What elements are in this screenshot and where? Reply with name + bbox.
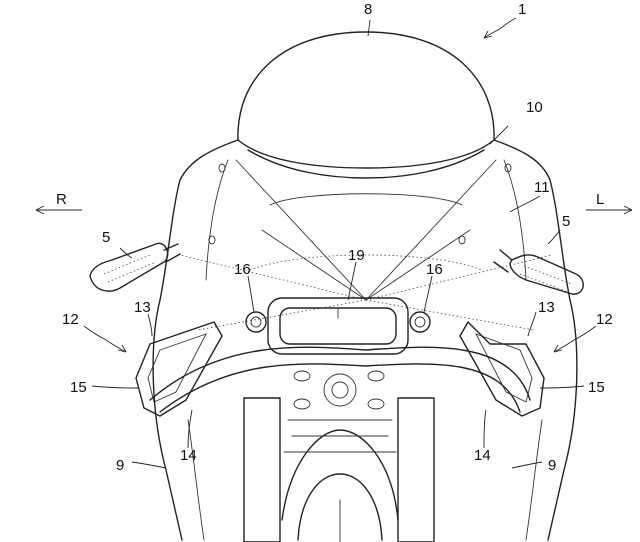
label-direction-R: R [56,191,67,208]
leader-lines [91,19,585,469]
fairing-side-right [152,299,183,541]
label-8: 8 [364,1,372,18]
air-intake [267,297,409,355]
fork-left [397,397,435,542]
fairing-side-right-line [187,419,205,541]
cowl-hole [504,163,512,173]
deflector-left-inner [475,333,533,403]
arrow-1-head [483,30,493,39]
windscreen [237,31,495,169]
label-9-left: 9 [548,457,556,474]
cowl-radial-lines [179,159,553,331]
label-16-left: 16 [426,261,443,278]
upper-cowl [159,139,571,301]
fork-right [243,397,281,542]
cowl-hole [218,163,226,173]
label-9-right: 9 [116,457,124,474]
steering-head-parts [283,370,397,453]
front-fender [281,429,399,521]
lamp-right [245,311,267,333]
label-14-right: 14 [180,447,197,464]
lamp-left [409,311,431,333]
lamp-left-inner [414,316,426,328]
label-12-right: 12 [62,311,79,328]
arrow-12-right-head [117,344,127,353]
grip-right [89,242,181,292]
arrow-12-right [83,325,127,353]
deflector-left [459,321,545,417]
label-5-left: 5 [562,213,570,230]
label-11: 11 [534,179,550,196]
label-direction-L: L [596,191,604,208]
cowl-hole [208,235,216,245]
label-14-left: 14 [474,447,491,464]
arrow-12-left-head [553,344,563,353]
label-16-right: 16 [234,261,251,278]
deflector-right [135,321,223,417]
lower-fairing-band [149,346,531,401]
lamp-right-inner [250,316,262,328]
label-15-right: 15 [70,379,87,396]
direction-arrow-left [586,205,633,215]
label-1: 1 [518,1,526,18]
label-13-right: 13 [134,299,151,316]
fairing-side-left [547,299,578,541]
label-5-right: 5 [102,229,110,246]
label-10: 10 [526,99,543,116]
lower-fairing-band-inner [159,363,521,413]
direction-arrow-right [35,205,82,215]
windscreen-lower-edge [247,149,485,179]
arrow-12-left [553,325,597,353]
front-wheel [297,473,383,541]
label-13-left: 13 [538,299,555,316]
label-15-left: 15 [588,379,605,396]
grip-left [493,249,584,295]
arrow-1 [483,17,517,39]
fairing-side-left-line [525,419,543,541]
label-12-left: 12 [596,311,613,328]
deflector-right-inner [147,333,207,403]
cowl-hole [458,235,466,245]
label-19: 19 [348,247,365,264]
